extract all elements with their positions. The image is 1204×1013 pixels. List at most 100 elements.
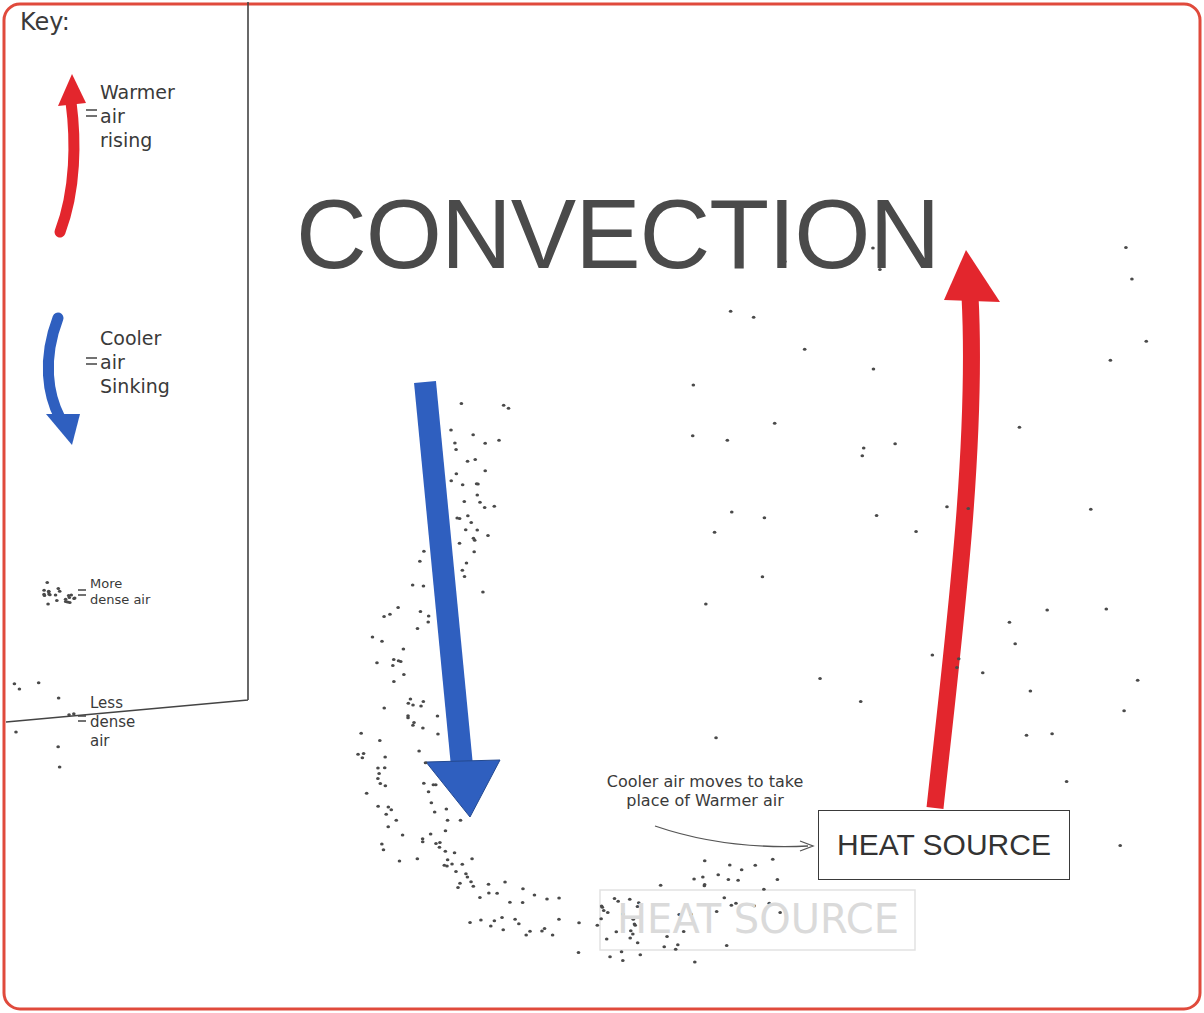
air-particle	[703, 859, 707, 862]
air-particle	[444, 829, 448, 832]
air-particle	[472, 550, 476, 553]
air-particle	[55, 599, 59, 602]
air-particle	[380, 842, 384, 845]
air-particle	[662, 945, 666, 948]
air-particle	[483, 442, 487, 445]
air-particle	[383, 755, 387, 758]
air-particle	[356, 753, 360, 756]
air-particle	[382, 615, 386, 618]
air-particle	[725, 944, 729, 947]
air-particle	[716, 873, 720, 876]
air-particle	[411, 704, 415, 707]
air-particle	[362, 752, 366, 755]
air-particle	[497, 439, 501, 442]
air-particle	[472, 885, 476, 888]
air-particle	[513, 918, 517, 921]
air-particle	[620, 950, 624, 953]
air-particle	[465, 561, 469, 564]
air-particle	[957, 657, 961, 660]
air-particle	[14, 730, 18, 733]
air-particle	[860, 454, 864, 457]
air-particle	[67, 713, 71, 716]
air-particle	[478, 896, 482, 899]
air-particle	[691, 434, 695, 437]
air-particle	[605, 938, 609, 941]
air-particle	[445, 808, 449, 811]
air-particle	[893, 442, 897, 445]
air-particle	[422, 584, 426, 587]
air-particle	[674, 948, 678, 951]
air-particle	[713, 531, 717, 534]
air-particle	[500, 916, 504, 919]
equals-signs	[78, 110, 97, 721]
air-particle	[473, 458, 477, 461]
air-particle	[419, 610, 423, 613]
air-particle	[931, 654, 935, 657]
air-particle	[1050, 732, 1054, 735]
air-particle	[704, 603, 708, 606]
air-particle	[528, 930, 532, 933]
air-particle	[621, 959, 625, 962]
air-particle	[875, 514, 879, 517]
air-particle	[453, 442, 457, 445]
air-particle	[460, 402, 464, 405]
air-particle	[470, 857, 474, 860]
air-particle	[1089, 508, 1093, 511]
air-particle	[466, 460, 470, 463]
air-particle	[599, 917, 603, 920]
air-particle	[736, 879, 740, 882]
air-particle	[481, 590, 485, 593]
air-particle	[659, 884, 663, 887]
frame-border	[4, 4, 1200, 1009]
air-particle	[1065, 780, 1069, 783]
legend-item: Cooler air Sinking	[100, 326, 162, 398]
air-particle	[72, 597, 76, 600]
air-particle	[1144, 340, 1148, 343]
air-particle	[602, 909, 606, 912]
legend-text: Warmer air rising	[100, 80, 162, 152]
air-particle	[458, 882, 462, 885]
air-particle	[476, 483, 480, 486]
air-particle	[46, 603, 50, 606]
air-particle	[471, 433, 475, 436]
air-particles	[13, 246, 1148, 964]
air-particle	[508, 901, 512, 904]
air-particle	[543, 927, 547, 930]
air-particle	[606, 911, 610, 914]
air-particle	[422, 550, 426, 553]
air-particle	[479, 918, 483, 921]
air-particle	[475, 494, 479, 497]
equals-sign	[78, 590, 86, 595]
air-particle	[56, 587, 60, 590]
air-particle	[761, 575, 765, 578]
air-particle	[18, 687, 22, 690]
air-particle	[752, 316, 756, 319]
air-particle	[463, 575, 467, 578]
equals-sign	[86, 110, 97, 116]
air-particle	[533, 893, 537, 896]
air-particle	[507, 407, 511, 410]
air-particle	[966, 507, 970, 510]
air-particle	[376, 805, 380, 808]
air-particle	[1018, 426, 1022, 429]
box-label: HEAT SOURCE	[837, 828, 1051, 862]
warm-air-arrow-head	[944, 250, 1000, 302]
air-particle	[56, 745, 60, 748]
legend-red-arrow	[60, 102, 74, 232]
air-particle	[454, 870, 458, 873]
air-particle	[763, 516, 767, 519]
air-particle	[872, 368, 876, 371]
air-particle	[776, 878, 780, 881]
air-particle	[464, 872, 468, 875]
legend-text: Less dense air	[90, 694, 156, 751]
air-particle	[1013, 642, 1017, 645]
air-particle	[436, 732, 440, 735]
air-particle	[459, 819, 463, 822]
air-particle	[383, 766, 387, 769]
air-particle	[551, 934, 555, 937]
air-particle	[692, 384, 696, 387]
air-particle	[449, 429, 453, 432]
air-particle	[398, 860, 402, 863]
air-particle	[421, 837, 425, 840]
